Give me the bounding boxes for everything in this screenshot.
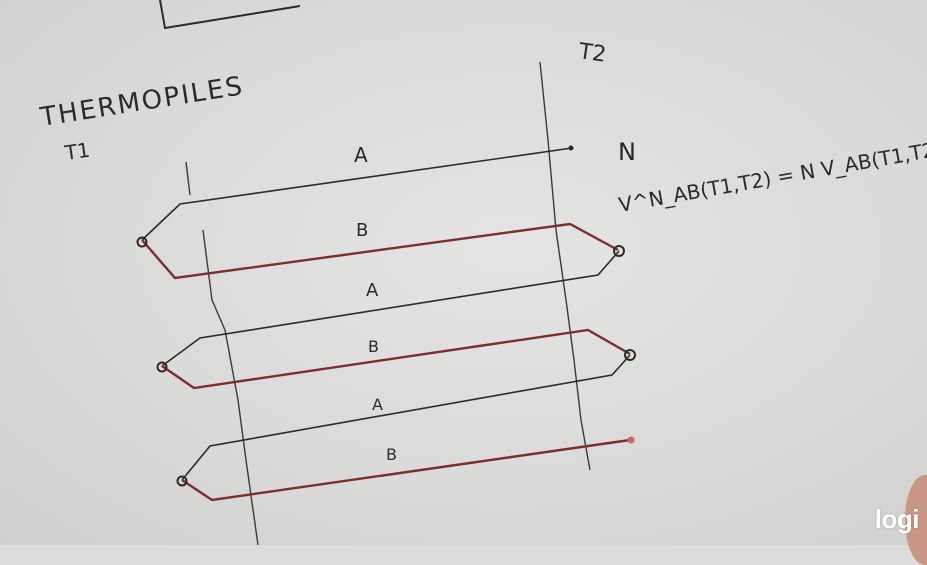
wire-label-b: B	[386, 445, 397, 464]
wire-label-b: B	[368, 337, 379, 356]
wire-label-a: A	[372, 395, 383, 414]
junction	[624, 349, 636, 361]
wire-b-2	[161, 328, 631, 390]
junction	[613, 245, 625, 257]
t2-boundary-line	[539, 61, 591, 471]
wire-label-a: A	[366, 280, 379, 301]
wire-a-1	[141, 147, 573, 241]
junction	[156, 361, 168, 373]
wire-a-2	[161, 250, 620, 367]
formula: V^N_AB(T1,T2) = N V_AB(T1,T2)	[617, 136, 927, 217]
thermopile-drawing: THERMOPILES T1 T2 N V^N_AB(T1,T2) = N V_…	[37, 0, 927, 545]
wire-label-a: A	[354, 143, 368, 167]
junction	[568, 145, 574, 151]
junction	[136, 236, 148, 248]
t1-boundary-line	[185, 161, 259, 545]
label-t2: T2	[576, 39, 608, 68]
label-n: N	[618, 138, 636, 166]
junction	[627, 436, 635, 444]
logitech-logo: logi	[874, 504, 920, 534]
junction	[176, 475, 188, 487]
wire-b-1	[141, 222, 619, 280]
title-thermopiles: THERMOPILES	[37, 71, 246, 133]
label-t1: T1	[62, 138, 91, 165]
top-box-edge	[159, 0, 301, 30]
wire-label-b: B	[356, 220, 368, 241]
wire-b-3	[181, 438, 631, 502]
wire-a-3	[181, 354, 631, 481]
hand-edge	[905, 475, 927, 565]
